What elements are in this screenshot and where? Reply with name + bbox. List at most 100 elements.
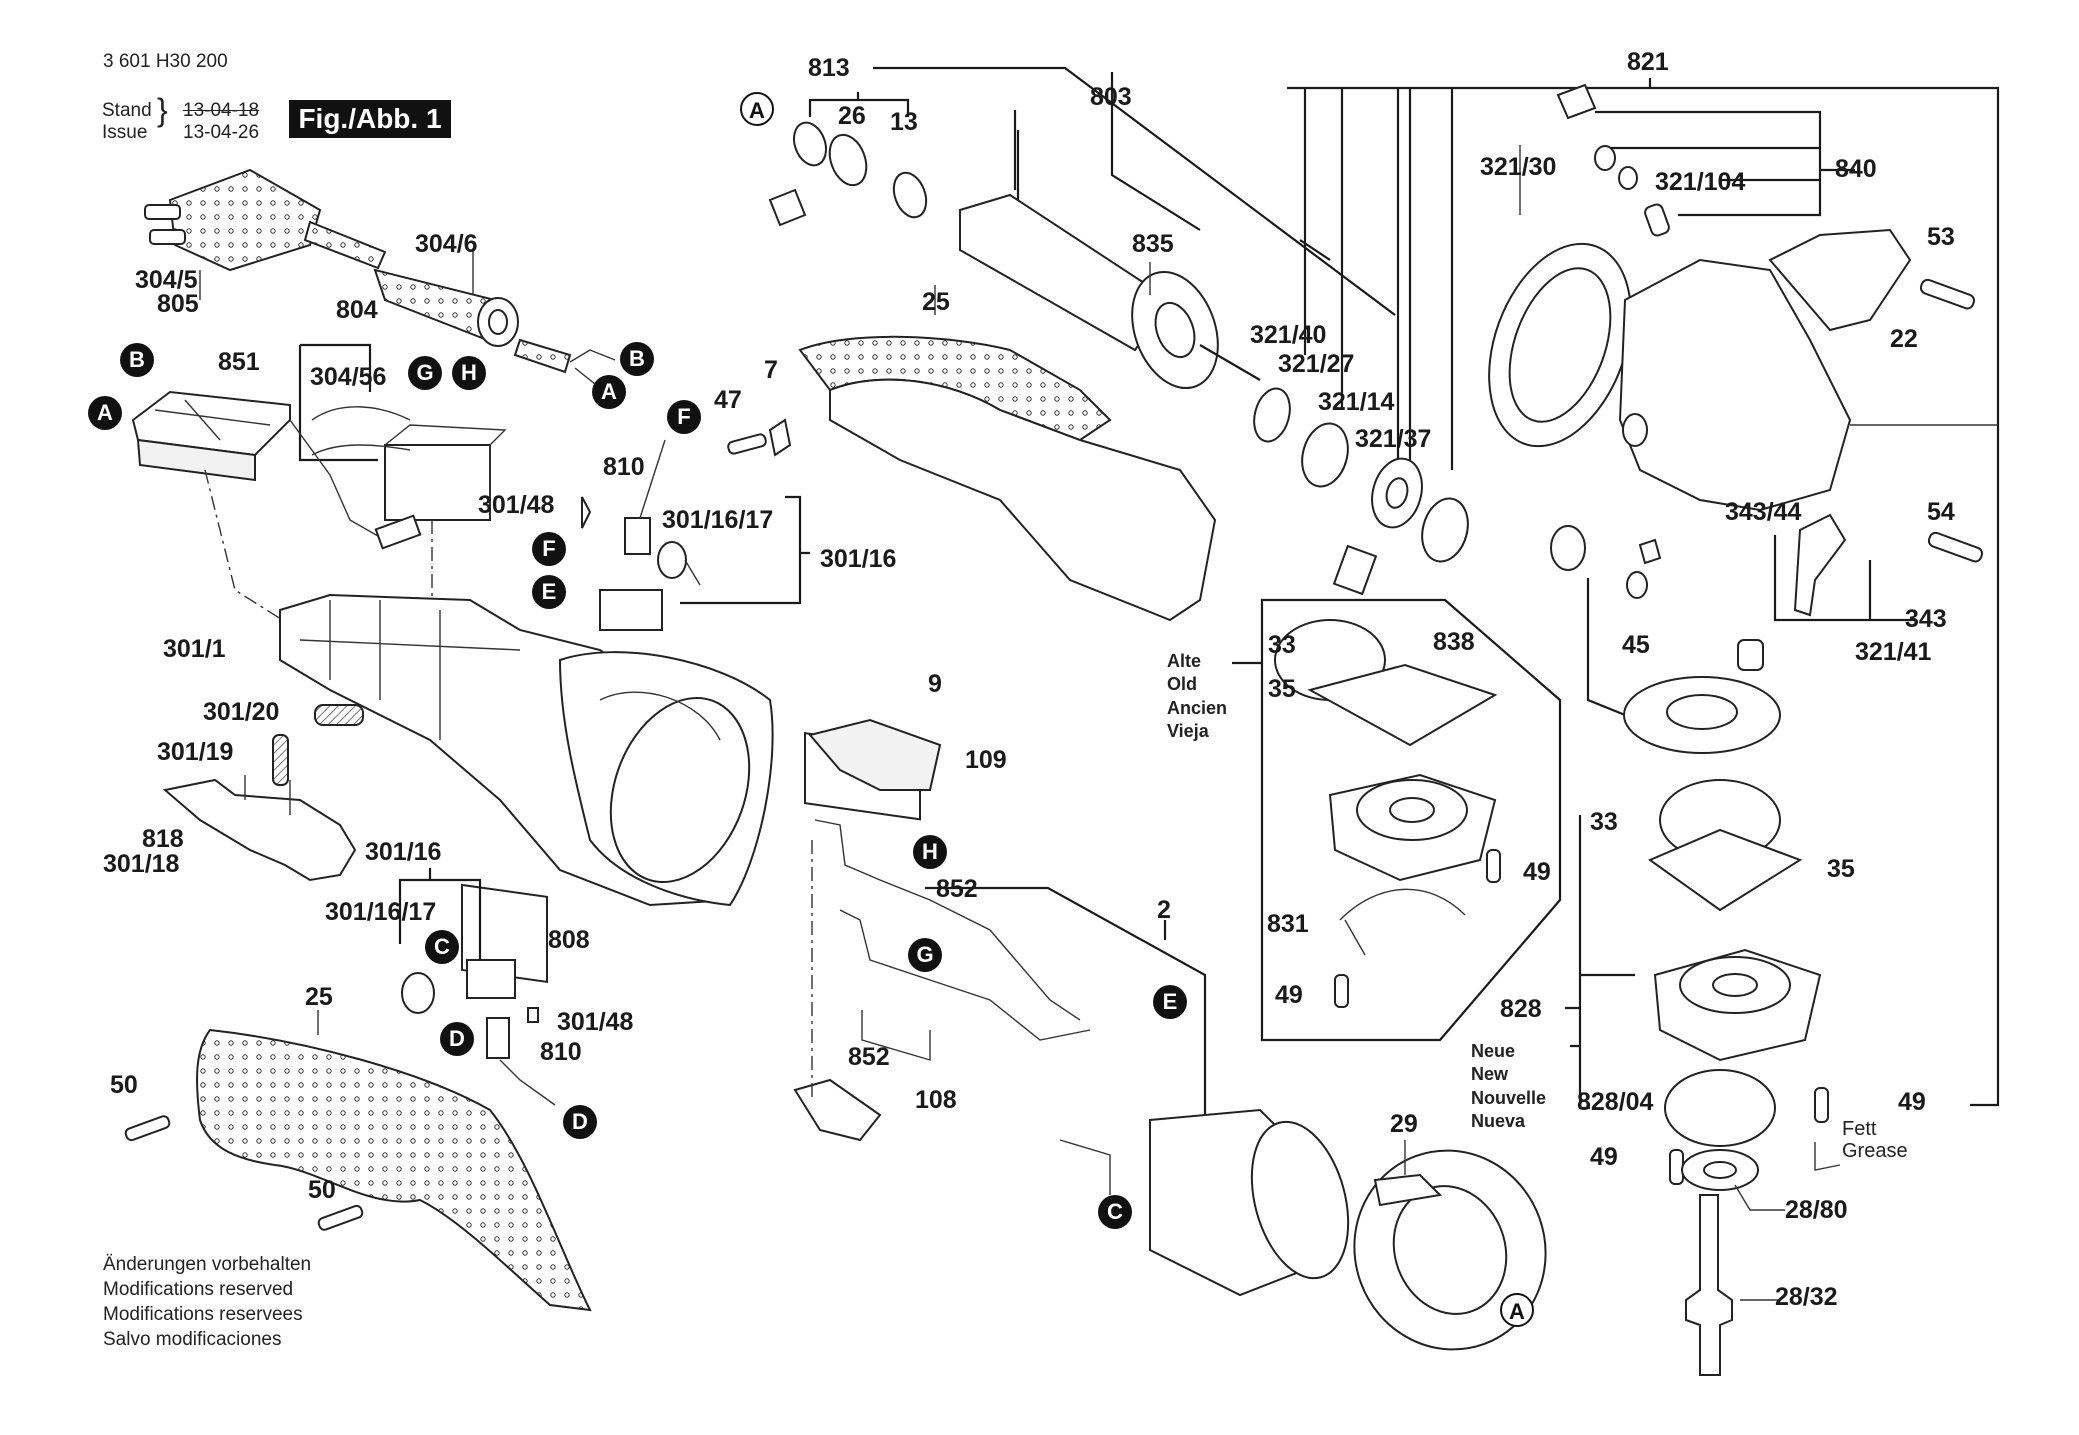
part-label: 301/48	[478, 491, 555, 519]
old-variant-label: Alte Old Ancien Vieja	[1167, 650, 1227, 744]
figure-badge: Fig./Abb. 1	[289, 100, 451, 138]
part-label: 33	[1268, 631, 1296, 659]
part-label: 28/32	[1775, 1283, 1838, 1311]
cable-sleeve	[373, 248, 519, 347]
connector-marker-a: A	[1500, 1293, 1534, 1327]
part-label: 818	[142, 825, 184, 853]
grease-line: Fett	[1842, 1118, 1877, 1140]
old-variant-box	[1232, 598, 1562, 1042]
motor-housing	[279, 593, 774, 907]
grease-line: Grease	[1842, 1140, 1908, 1162]
variant-line: Old	[1167, 674, 1197, 695]
part-label: 304/6	[415, 230, 478, 258]
connector-marker-a: A	[740, 92, 774, 126]
part-label: 53	[1927, 223, 1955, 251]
part-label: 9	[928, 670, 942, 698]
part-number: 3 601 H30 200	[103, 51, 228, 72]
part-label: 321/104	[1655, 168, 1746, 196]
new-variant-stack	[1565, 779, 1841, 1191]
variant-line: Nouvelle	[1471, 1087, 1547, 1108]
part-label: 805	[157, 290, 199, 318]
part-label: 808	[548, 926, 590, 954]
part-label: 109	[965, 746, 1007, 774]
part-label: 804	[336, 296, 378, 324]
part-label: 35	[1268, 675, 1296, 703]
part-label: 304/5	[135, 266, 198, 294]
armature-assembly	[768, 66, 1396, 390]
part-label: 7	[764, 356, 778, 384]
part-label: 35	[1827, 855, 1855, 883]
field-coil-and-wires	[793, 819, 1350, 1297]
connector-marker-b: B	[120, 343, 154, 377]
cover-109	[808, 718, 942, 791]
connector-marker-h: H	[452, 356, 486, 390]
screw-50-upper	[124, 1115, 171, 1142]
part-label: 321/27	[1278, 350, 1355, 378]
part-label: 108	[915, 1086, 957, 1114]
part-label: 29	[1390, 1110, 1418, 1138]
connector-marker-d: D	[563, 1105, 597, 1139]
part-label: 301/16	[365, 838, 442, 866]
part-label: 2	[1157, 896, 1171, 924]
bearing-group	[1253, 78, 2000, 1107]
part-label: 851	[218, 348, 260, 376]
part-label: 835	[1132, 230, 1174, 258]
brush-holder-lower	[398, 868, 556, 1106]
pinion-and-nut	[1550, 525, 1781, 754]
footer-line: Modifications reserved	[103, 1279, 294, 1300]
part-label: 810	[603, 453, 645, 481]
switch-lever	[162, 704, 364, 882]
screw-50-lower	[317, 1204, 364, 1231]
part-label: 301/1	[163, 635, 226, 663]
part-label: 47	[714, 386, 742, 414]
connector-marker-e: E	[532, 575, 566, 609]
variant-line: New	[1471, 1064, 1509, 1085]
new-variant-label: Neue New Nouvelle Nueva	[1471, 1040, 1546, 1134]
part-label: 301/19	[157, 738, 234, 766]
part-label: 25	[922, 288, 950, 316]
connector-marker-f: F	[532, 532, 566, 566]
part-label: 301/16	[820, 545, 897, 573]
connector-marker-d: D	[440, 1022, 474, 1056]
fan-baffle	[1353, 1140, 1547, 1351]
part-label: 49	[1275, 981, 1303, 1009]
part-label: 852	[848, 1043, 890, 1071]
part-label: 50	[110, 1071, 138, 1099]
gear-housing-shell	[727, 285, 1217, 622]
part-label: 54	[1927, 498, 1955, 526]
connector-marker-g: G	[908, 938, 942, 972]
variant-line: Ancien	[1167, 697, 1228, 718]
part-label: 301/48	[557, 1008, 634, 1036]
stand-label: Stand	[102, 100, 152, 121]
part-label: 813	[808, 54, 850, 82]
part-label: 22	[1890, 325, 1918, 353]
part-label: 301/16/17	[662, 506, 774, 534]
issue-label: Issue	[102, 122, 148, 143]
variant-line: Vieja	[1167, 721, 1209, 742]
part-label: 26	[838, 102, 866, 130]
part-label: 50	[308, 1176, 336, 1204]
connector-marker-g: G	[408, 356, 442, 390]
part-label: 321/30	[1480, 153, 1557, 181]
connector-marker-h: H	[913, 835, 947, 869]
brace-glyph: }	[157, 92, 168, 128]
connector-marker-e: E	[1153, 985, 1187, 1019]
part-label: 852	[936, 875, 978, 903]
gear-head	[1488, 83, 1998, 671]
part-label: 49	[1898, 1088, 1926, 1116]
connector-marker-b: B	[620, 342, 654, 376]
part-label: 301/18	[103, 850, 180, 878]
part-label: 301/16/17	[325, 898, 437, 926]
variant-line: Nueva	[1471, 1111, 1526, 1132]
part-label: 28/80	[1785, 1196, 1848, 1224]
part-label: 321/40	[1250, 321, 1327, 349]
part-label: 25	[305, 983, 333, 1011]
footer-line: Modifications reservees	[103, 1304, 303, 1325]
power-plug	[144, 168, 387, 300]
part-label: 838	[1433, 628, 1475, 656]
variant-line: Neue	[1471, 1041, 1516, 1061]
connector-marker-a: A	[592, 375, 626, 409]
part-label: 301/20	[203, 698, 280, 726]
part-label: 304/56	[310, 363, 387, 391]
